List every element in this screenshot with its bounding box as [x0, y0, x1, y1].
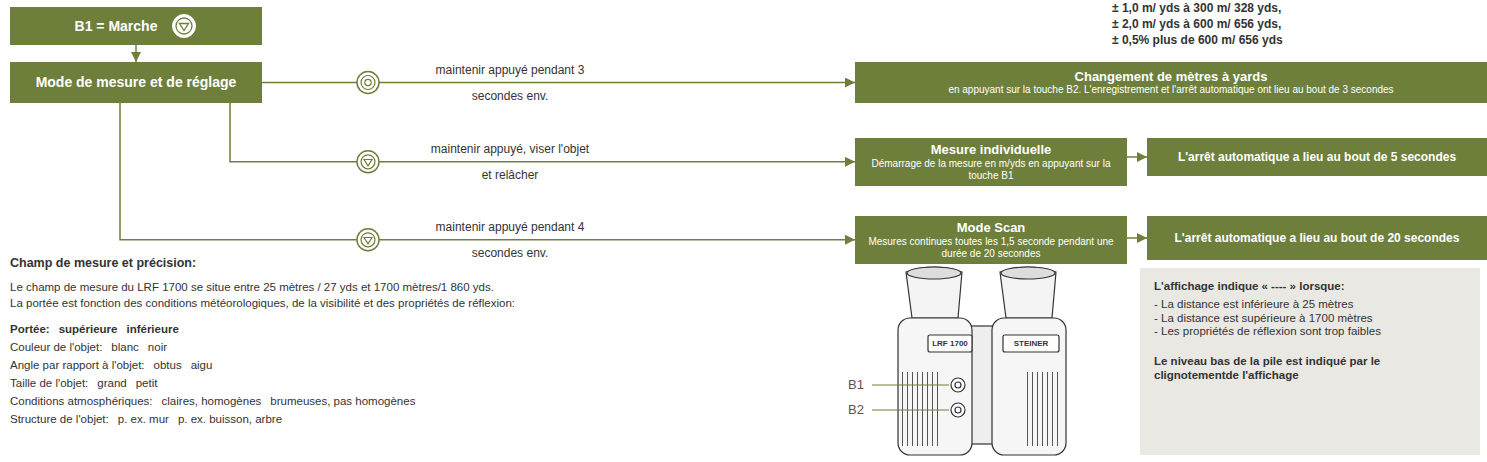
table-cell: claires, homogènes	[162, 395, 262, 409]
table-cell: Couleur de l'objet:	[10, 341, 102, 355]
device-marking: STEINER	[1005, 338, 1057, 349]
leader-line	[872, 409, 949, 410]
button-icon	[357, 229, 379, 251]
button-icon	[357, 72, 379, 94]
box-text: Mesures continues toutes les 1,5 seconde…	[863, 236, 1119, 260]
edge-label: maintenir appuyé pendant 4 secondes env.	[430, 214, 590, 266]
accuracy-note: ± 1,0 m/ yds à 300 m/ 328 yds,	[1112, 1, 1281, 15]
mode-box: Mode de mesure et de réglage	[10, 62, 262, 103]
note-panel: L'affichage indique « ---- » lorsque: - L…	[1140, 268, 1480, 455]
box-text: Le niveau bas de la pile est indiqué par…	[1154, 355, 1466, 383]
table-cell: Portée:	[10, 323, 50, 337]
box-heading: Mesure individuelle	[931, 142, 1052, 158]
section-heading: Champ de mesure et précision:	[10, 256, 196, 271]
box-text: Démarrage de la mesure en m/yds en appuy…	[863, 158, 1119, 182]
button-icon	[171, 13, 197, 39]
table-cell: obtus	[154, 359, 182, 373]
table-cell: petit	[136, 377, 158, 391]
table-row: Couleur de l'objet: blanc noir	[10, 341, 167, 355]
function-box: Mode ScanMesures continues toutes les 1,…	[855, 216, 1127, 264]
function-box: Mesure individuelleDémarrage de la mesur…	[855, 138, 1127, 186]
table-row: Conditions atmosphériques: claires, homog…	[10, 395, 415, 409]
table-row: Structure de l'objet: p. ex. mur p. ex. bu…	[10, 413, 282, 427]
binocular	[898, 267, 1066, 455]
box-text: - Les propriétés de réflexion sont trop …	[1154, 325, 1381, 339]
table-cell: aigu	[191, 359, 213, 373]
table-cell: Angle par rapport à l'objet:	[10, 359, 145, 373]
box-heading: B1 = Marche	[75, 18, 158, 35]
table-cell: supérieure	[59, 323, 118, 337]
flow-arrow	[120, 103, 855, 240]
box-heading: L'arrêt automatique a lieu au bout de 20…	[1175, 231, 1460, 245]
table-cell: p. ex. buisson, arbre	[178, 413, 282, 427]
result-box: L'arrêt automatique a lieu au bout de 20…	[1147, 216, 1487, 260]
flow-arrow	[262, 82, 855, 84]
box-text: - La distance est inférieure à 25 mètres	[1154, 298, 1353, 312]
table-cell: Taille de l'objet:	[10, 377, 88, 391]
box-text: - La distance est supérieure à 1700 mètr…	[1154, 312, 1373, 326]
result-box: L'arrêt automatique a lieu au bout de 5 …	[1147, 138, 1487, 176]
edge-label: maintenir appuyé pendant 3 secondes env.	[430, 57, 590, 109]
table-cell: Conditions atmosphériques:	[10, 395, 153, 409]
paragraph-line: La portée est fonction des conditions mé…	[10, 297, 515, 311]
device-marking: LRF 1700	[930, 338, 970, 349]
table-row: Taille de l'objet: grand petit	[10, 377, 157, 391]
callout-label: B1	[848, 377, 864, 393]
table-row: Angle par rapport à l'objet: obtus aigu	[10, 359, 212, 373]
box-heading: Mode Scan	[957, 220, 1026, 236]
edge-label: maintenir appuyé, viser l'objet et relâc…	[430, 136, 590, 188]
table-row: Portée: supérieure inférieure	[10, 323, 179, 337]
flow-arrow	[135, 45, 137, 62]
table-cell: p. ex. mur	[118, 413, 169, 427]
table-cell: grand	[97, 377, 126, 391]
box-text: en appuyant sur la touche B2. L'enregist…	[948, 84, 1393, 96]
box-heading: L'affichage indique « ---- » lorsque:	[1154, 280, 1345, 294]
accuracy-note: ± 0,5% plus de 600 m/ 656 yds	[1112, 33, 1283, 47]
function-box: Changement de mètres à yardsen appuyant …	[855, 62, 1487, 103]
table-cell: blanc	[111, 341, 139, 355]
start-box: B1 = Marche	[10, 7, 262, 45]
table-cell: brumeuses, pas homogènes	[270, 395, 415, 409]
callout-label: B2	[848, 402, 864, 418]
box-heading: Mode de mesure et de réglage	[36, 74, 237, 91]
flow-arrow	[1127, 156, 1147, 158]
leader-line	[872, 384, 949, 385]
table-cell: noir	[148, 341, 167, 355]
button-icon	[357, 151, 379, 173]
accuracy-note: ± 2,0 m/ yds à 600 m/ 656 yds,	[1112, 17, 1281, 31]
table-cell: inférieure	[126, 323, 178, 337]
table-cell: Structure de l'objet:	[10, 413, 109, 427]
paragraph-line: Le champ de mesure du LRF 1700 se situe …	[10, 281, 494, 295]
box-heading: Changement de mètres à yards	[1075, 69, 1268, 85]
flow-arrow	[1127, 237, 1147, 239]
box-heading: L'arrêt automatique a lieu au bout de 5 …	[1178, 150, 1456, 164]
